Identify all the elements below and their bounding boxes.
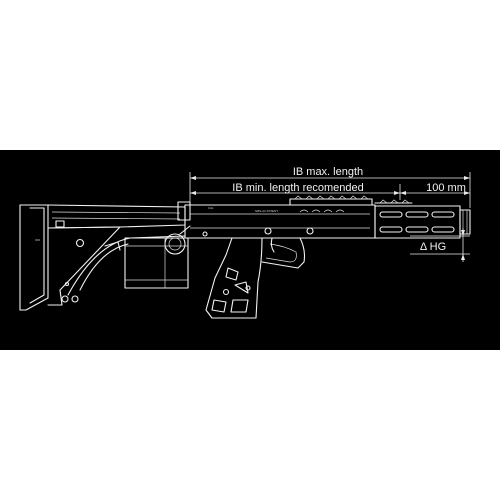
barrel	[459, 209, 471, 235]
pistol-grip	[205, 237, 263, 319]
svg-text:SRS-A2 PATENT: SRS-A2 PATENT	[255, 209, 278, 213]
trigger-guard	[261, 237, 306, 269]
ib-max-label: IB max. length	[293, 166, 363, 178]
magazine	[124, 237, 189, 289]
ib-min-label: IB min. length recomended	[232, 182, 363, 194]
extension-label: 100 mm	[426, 182, 466, 194]
dimension-lines	[189, 172, 471, 262]
diagram-panel	[0, 150, 500, 350]
svg-text:CAL: CAL	[208, 206, 214, 210]
action: SRS-A2 PATENT CAL	[164, 195, 376, 255]
hg-label: Δ HG	[420, 241, 446, 253]
